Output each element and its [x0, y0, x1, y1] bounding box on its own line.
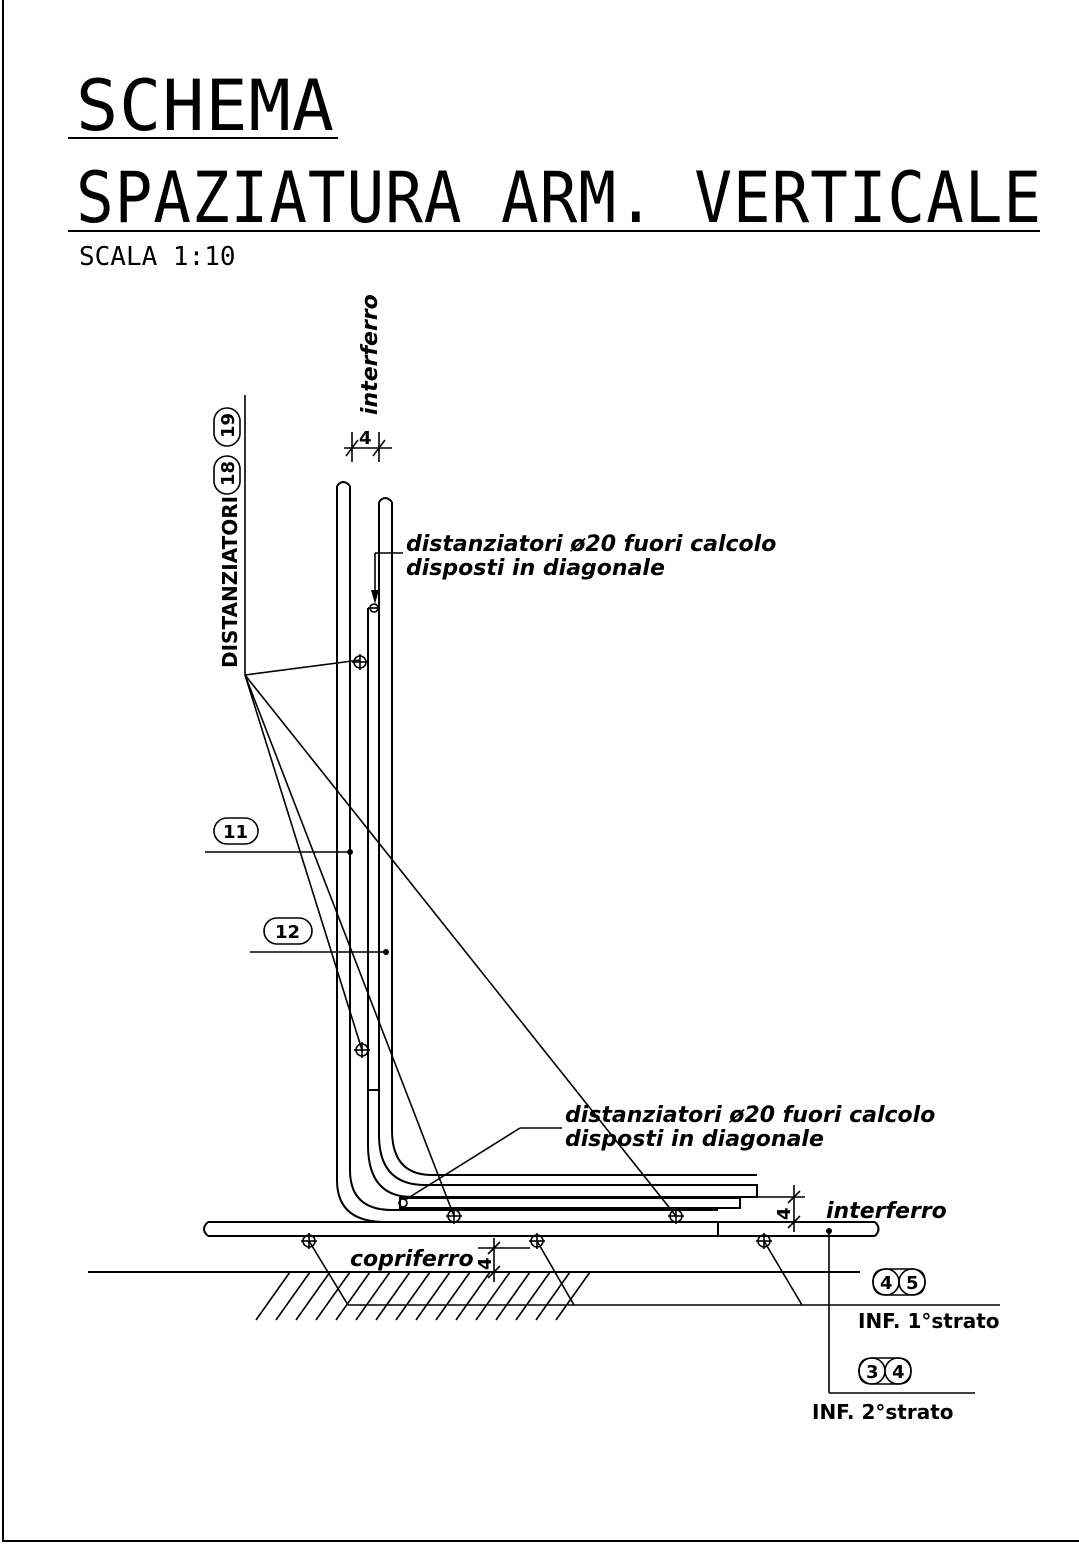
interferro-right-dimension: 4	[757, 1185, 805, 1232]
note-top-line-1: distanziatori ø20 fuori calcolo	[406, 532, 776, 557]
distanziatori-vertical-label: DISTANZIATORI	[218, 496, 242, 668]
layer1-leaders	[308, 1240, 1000, 1306]
svg-text:11: 11	[223, 822, 248, 843]
mark-12: 12	[250, 917, 389, 955]
spacer-circles	[301, 603, 772, 1249]
svg-text:4: 4	[880, 1273, 893, 1294]
scale-label: SCALA 1:10	[79, 242, 236, 272]
bar-inner-short	[367, 608, 379, 1091]
svg-text:18: 18	[218, 461, 239, 486]
svg-text:5: 5	[906, 1273, 919, 1294]
ground-hatch	[255, 1271, 591, 1321]
interferro-top-label: interferro	[358, 294, 383, 415]
copriferro-label: copriferro	[350, 1247, 474, 1272]
layer2-label: INF. 2°strato	[812, 1400, 954, 1424]
svg-text:4: 4	[475, 1257, 496, 1270]
bar-12	[367, 502, 758, 1198]
interferro-right-label: interferro	[826, 1199, 947, 1224]
bar-11-end-cap	[336, 481, 351, 487]
note-bottom-line-2: disposti in diagonale	[565, 1127, 824, 1152]
copriferro-dimension: 4	[475, 1238, 530, 1282]
mark-3-4: 3 4	[858, 1357, 912, 1385]
mark-19: 19	[213, 407, 241, 447]
note-bottom-line-1: distanziatori ø20 fuori calcolo	[565, 1103, 935, 1128]
note-top-line-2: disposti in diagonale	[406, 556, 665, 581]
mark-11: 11	[205, 817, 353, 855]
note-top-leader	[371, 552, 403, 604]
mark-4-5: 4 5	[872, 1268, 926, 1296]
svg-text:4: 4	[359, 428, 372, 449]
svg-text:4: 4	[774, 1207, 795, 1220]
bar-12-end-cap	[378, 497, 393, 503]
svg-text:4: 4	[892, 1362, 905, 1383]
note-bottom-leader	[404, 1127, 562, 1201]
layer2-leader	[826, 1228, 975, 1394]
bottom-bar-long	[203, 1221, 880, 1237]
title-line-2: SPAZIATURA ARM. VERTICALE	[76, 157, 1042, 239]
distanziatori-leaders	[244, 659, 677, 1217]
layer1-label: INF. 1°strato	[858, 1309, 1000, 1333]
svg-text:3: 3	[866, 1362, 879, 1383]
mark-18: 18	[213, 455, 241, 495]
interferro-top-dimension: 4	[344, 428, 392, 462]
svg-text:19: 19	[218, 413, 239, 438]
title-line-1: SCHEMA	[76, 65, 335, 147]
svg-text:12: 12	[275, 922, 300, 943]
